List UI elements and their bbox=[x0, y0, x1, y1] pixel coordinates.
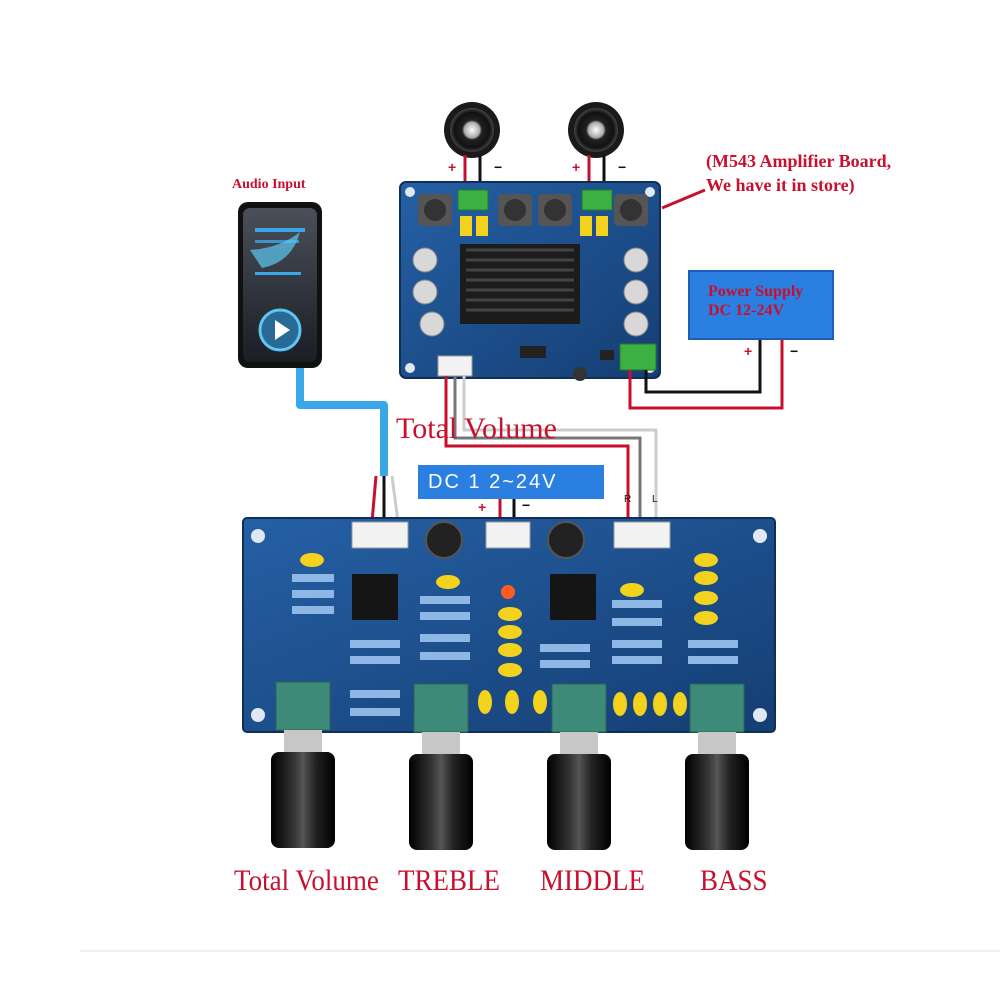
power-supply-line2: DC 12-24V bbox=[708, 302, 784, 319]
knob-label-total-volume: Total Volume bbox=[234, 864, 379, 897]
psu-plus-mark: + bbox=[744, 343, 753, 359]
audio-player-device bbox=[238, 202, 322, 368]
audio-input-label: Audio Input bbox=[232, 177, 306, 192]
spk-left-plus: + bbox=[448, 159, 457, 175]
dc-plus-mark: + bbox=[478, 499, 487, 515]
speaker-right bbox=[568, 102, 624, 158]
psu-minus-mark: − bbox=[790, 343, 799, 359]
output-l-mark: L bbox=[652, 494, 658, 505]
spk-right-minus: − bbox=[618, 159, 627, 175]
dc-minus-mark: − bbox=[522, 497, 531, 513]
dc-input-badge: DC 1 2~24V bbox=[418, 465, 604, 499]
amp-callout-line2: We have it in store) bbox=[706, 175, 855, 195]
callout-arrow bbox=[661, 188, 706, 210]
speaker-left bbox=[444, 102, 500, 158]
power-supply-line1: Power Supply bbox=[708, 283, 804, 300]
amp-callout-line1: (M543 Amplifier Board, bbox=[706, 151, 892, 171]
power-supply-box: Power Supply DC 12-24V bbox=[688, 270, 834, 340]
knob-treble[interactable] bbox=[409, 683, 473, 850]
knob-middle[interactable] bbox=[547, 683, 611, 850]
total-volume-wire-label: Total Volume bbox=[396, 412, 557, 445]
spk-right-plus: + bbox=[572, 159, 581, 175]
knob-label-treble: TREBLE bbox=[398, 864, 500, 897]
knob-label-middle: MIDDLE bbox=[540, 864, 645, 897]
input-l-mark: L bbox=[400, 505, 406, 516]
tone-control-board bbox=[242, 517, 776, 733]
knob-label-bass: BASS bbox=[700, 864, 768, 897]
amplifier-board bbox=[399, 181, 661, 381]
knob-bass[interactable] bbox=[685, 683, 749, 850]
output-r-mark: R bbox=[624, 494, 632, 505]
spk-left-minus: − bbox=[494, 159, 503, 175]
knob-total-volume[interactable] bbox=[271, 681, 335, 848]
input-r-mark: R bbox=[358, 505, 366, 516]
dc-input-label: DC 1 2~24V bbox=[428, 471, 558, 493]
bottom-divider bbox=[80, 950, 1000, 952]
